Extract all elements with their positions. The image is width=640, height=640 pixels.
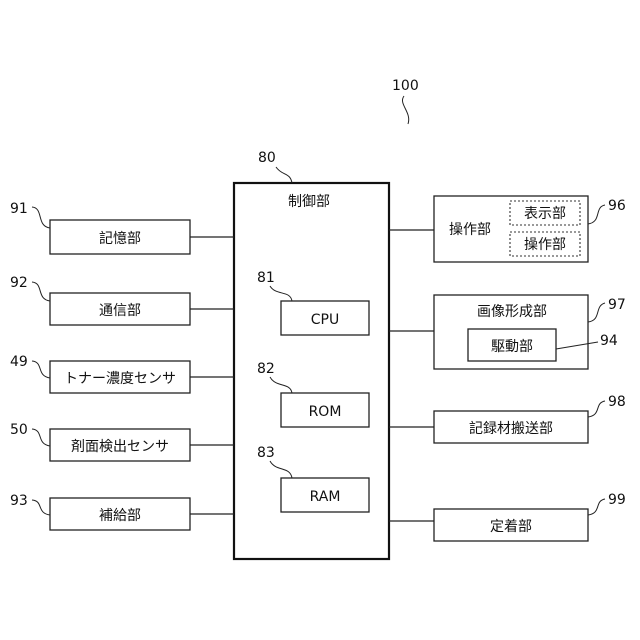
fixing-ref: 99 bbox=[608, 492, 626, 508]
left-unit-supply: 補給部 93 bbox=[10, 493, 234, 530]
system-ref-leader bbox=[402, 96, 408, 124]
controller-ref-leader bbox=[276, 167, 292, 183]
image-forming-label: 画像形成部 bbox=[477, 304, 547, 320]
operation-unit-ref-leader bbox=[588, 205, 605, 224]
operation-unit: 操作部 表示部 操作部 96 bbox=[389, 196, 626, 262]
left-unit-communication: 通信部 92 bbox=[10, 275, 234, 325]
rom-label: ROM bbox=[309, 404, 342, 420]
operation-unit-ref: 96 bbox=[608, 198, 626, 214]
storage-ref-leader bbox=[32, 207, 50, 228]
level-sensor-label: 剤面検出センサ bbox=[71, 439, 169, 455]
controller-label: 制御部 bbox=[288, 194, 330, 210]
drive-label: 駆動部 bbox=[491, 339, 533, 355]
ram-label: RAM bbox=[310, 489, 341, 505]
image-forming-unit: 画像形成部 駆動部 97 94 bbox=[389, 295, 626, 369]
toner-sensor-ref: 49 bbox=[10, 354, 28, 370]
communication-ref-leader bbox=[32, 282, 50, 301]
communication-label: 通信部 bbox=[99, 303, 141, 319]
image-forming-ref: 97 bbox=[608, 297, 626, 313]
supply-ref: 93 bbox=[10, 493, 28, 509]
drive-ref: 94 bbox=[600, 333, 618, 349]
transport-ref-leader bbox=[588, 401, 605, 417]
transport-unit: 記録材搬送部 98 bbox=[389, 394, 626, 443]
rom-ref: 82 bbox=[257, 361, 275, 377]
controller-ref: 80 bbox=[258, 150, 276, 166]
ram-ref: 83 bbox=[257, 445, 275, 461]
cpu-label: CPU bbox=[311, 312, 339, 328]
transport-label: 記録材搬送部 bbox=[469, 420, 553, 437]
storage-label: 記憶部 bbox=[99, 230, 141, 247]
display-section-label: 表示部 bbox=[524, 206, 566, 222]
communication-ref: 92 bbox=[10, 275, 28, 291]
toner-sensor-label: トナー濃度センサ bbox=[64, 371, 176, 387]
left-unit-level-sensor: 剤面検出センサ 50 bbox=[10, 422, 234, 461]
level-sensor-ref-leader bbox=[32, 429, 50, 446]
fixing-label: 定着部 bbox=[490, 519, 532, 535]
fixing-unit: 定着部 99 bbox=[389, 492, 626, 541]
cpu-ref: 81 bbox=[257, 270, 275, 286]
operation-section-label: 操作部 bbox=[524, 237, 566, 253]
toner-sensor-ref-leader bbox=[32, 361, 50, 378]
supply-label: 補給部 bbox=[99, 508, 141, 524]
operation-unit-label: 操作部 bbox=[449, 222, 491, 238]
level-sensor-ref: 50 bbox=[10, 422, 28, 438]
transport-ref: 98 bbox=[608, 394, 626, 410]
storage-ref: 91 bbox=[10, 201, 28, 217]
left-unit-toner-sensor: トナー濃度センサ 49 bbox=[10, 354, 234, 393]
fixing-ref-leader bbox=[588, 499, 605, 515]
image-forming-ref-leader bbox=[588, 303, 605, 322]
left-unit-storage: 記憶部 91 bbox=[10, 201, 234, 254]
system-ref: 100 bbox=[392, 78, 419, 94]
supply-ref-leader bbox=[32, 500, 50, 515]
